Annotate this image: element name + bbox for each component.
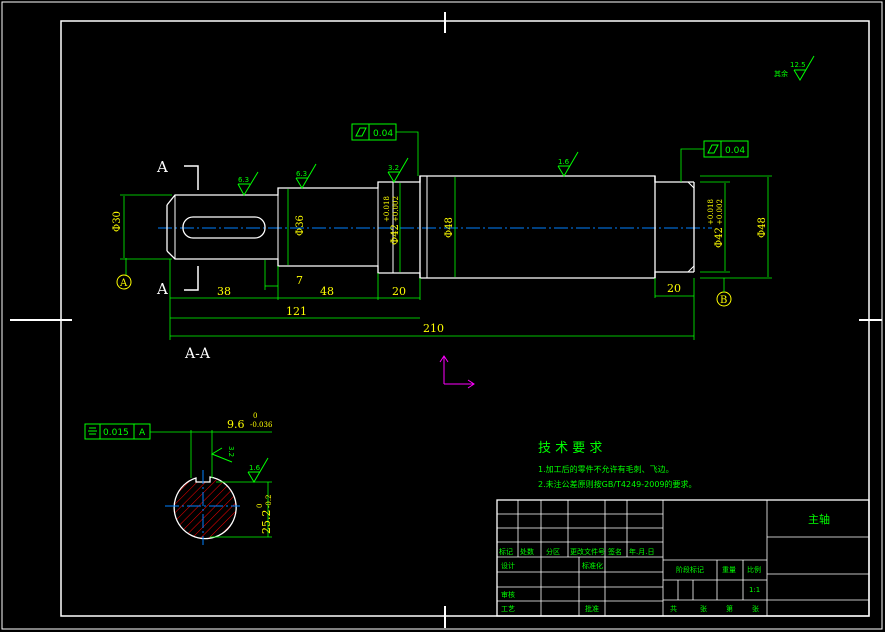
tb-weight: 重量 [722,566,736,574]
datum-a-label: A [119,278,128,289]
roughness-value: 3.2 [227,446,235,457]
roughness-value: 1.6 [249,464,261,472]
tb-header-count: 处数 [520,547,534,556]
tb-scale-value: 1:1 [749,586,760,594]
dim-key-depth-tol-upper: 0 [256,504,264,508]
dim-210: 210 [423,322,444,335]
roughness-symbol-4: 1.6 [557,151,579,177]
roughness-value: 6.3 [296,170,307,178]
roughness-symbol-3: 3.2 [387,157,409,183]
ucs-icon [439,355,475,389]
tb-sheet-label: 张 [700,604,707,613]
runout-left-value: 0.04 [373,129,393,139]
tb-review: 审核 [501,590,515,599]
runout-right-value: 0.04 [725,146,745,156]
dim-key-depth: 25.2 [260,510,273,535]
tech-req-item-1: 1.加工后的零件不允许有毛刺、飞边。 [538,464,674,474]
section-cut-bottom [184,266,199,291]
dim-d42-right-tol-lower: +0.002 [716,199,724,225]
tb-sheet-label-2: 张 [752,604,759,613]
section-aa-view [150,430,272,545]
tb-stage-mark: 阶段标记 [676,565,704,574]
tb-process: 工艺 [501,605,515,613]
tb-header-mark: 标记 [499,547,513,556]
runout-icon [355,127,367,137]
symmetry-frame: 0.015 A [84,423,151,440]
tb-sheets-total: 共 [670,604,677,613]
dim-48: 48 [320,285,334,298]
roughness-value: 1.6 [558,158,570,166]
dim-key-width-tol-lower: -0.036 [250,421,273,429]
dim-key-depth-tol-lower: -0.2 [265,495,273,509]
roughness-key-side: 3.2 [210,446,235,463]
general-roughness-value: 12.5 [790,61,806,69]
general-roughness: 12.5 其余 [774,55,815,81]
dim-d48-right: Φ48 [757,217,768,238]
general-roughness-label: 其余 [774,69,788,78]
dim-7: 7 [296,274,303,287]
symmetry-value: 0.015 [103,428,129,438]
dim-key-width-tol-upper: 0 [253,412,257,420]
title-block [496,499,870,617]
dim-d42-left-tol-lower: +0.002 [392,196,400,222]
runout-frame-right: 0.04 [680,140,749,182]
dim-d42-right: Φ42 [714,227,725,248]
roughness-symbol-1: 6.3 [237,171,259,197]
tb-header-date: 年.月.日 [629,547,654,556]
tech-req-item-2: 2.未注公差原则按GB/T4249-2009的要求。 [538,479,697,489]
dim-20-right: 20 [667,282,681,295]
section-letter-bottom: A [156,280,168,298]
symmetry-icon [88,427,97,435]
tb-header-sign: 签名 [608,547,622,556]
symmetry-datum: A [139,428,146,438]
dim-d42-left-tol-upper: +0.018 [383,196,391,222]
dim-20-left: 20 [392,285,406,298]
keyway-slot [182,216,266,239]
dim-121: 121 [286,305,307,318]
tb-header-change-doc: 更改文件号 [570,547,605,556]
roughness-value: 3.2 [388,164,399,172]
tb-header-zone: 分区 [546,547,560,556]
dim-d42-right-tol-upper: +0.018 [707,199,715,225]
dimension-lines [120,175,772,340]
section-cut-top [184,165,199,190]
tb-standard: 标准化 [582,561,603,570]
dim-38: 38 [217,285,231,298]
dim-key-width: 9.6 [227,418,245,431]
tb-approve: 批准 [585,604,599,613]
runout-frame-left: 0.04 [351,123,419,176]
dim-d30: Φ30 [112,211,123,232]
roughness-key-bottom: 1.6 [247,457,269,483]
section-view-title: A-A [184,346,211,362]
dim-d48-mid: Φ48 [444,217,455,238]
tb-design: 设计 [501,561,515,570]
tb-scale: 比例 [747,565,761,574]
part-name: 主轴 [808,512,830,526]
section-hatch [173,476,237,540]
dim-d36: Φ36 [295,215,306,236]
datum-b-label: B [720,295,727,306]
section-letter-top: A [156,158,168,176]
roughness-value: 6.3 [238,176,249,184]
runout-icon [707,144,719,154]
roughness-symbol-2: 6.3 [295,163,317,189]
dim-d42-left: Φ42 [390,224,401,245]
tech-req-title: 技 术 要 求 [538,441,602,456]
datum-a-circle [116,274,132,290]
tb-sheet-no: 第 [726,604,733,613]
inner-border [60,20,870,617]
